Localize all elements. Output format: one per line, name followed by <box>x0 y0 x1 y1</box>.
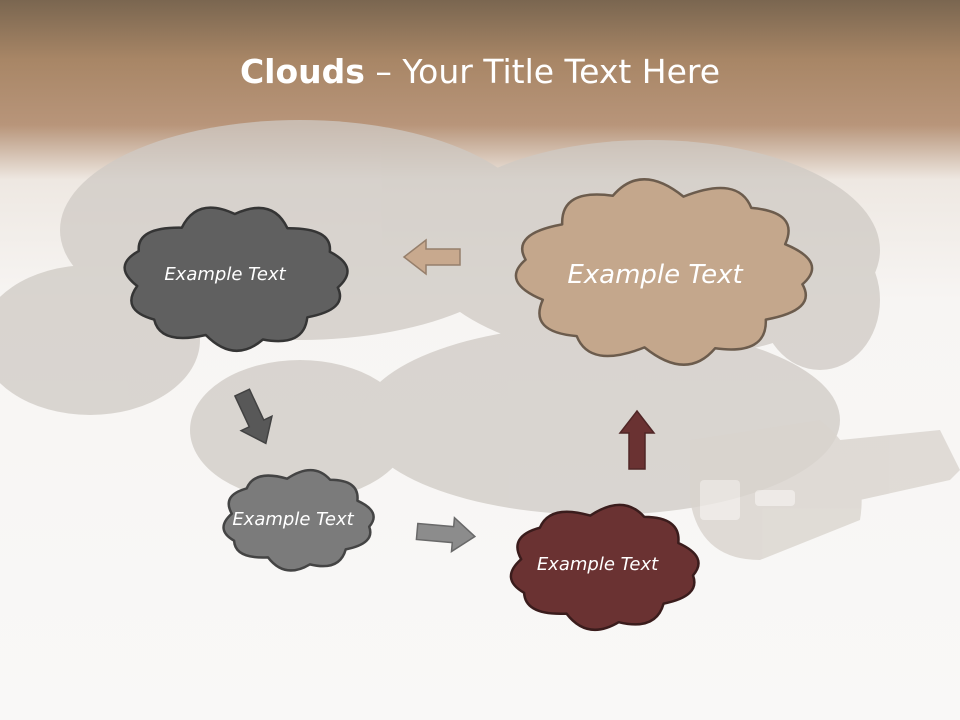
arrow-up-icon <box>618 409 656 470</box>
cloud-label-3: Example Text <box>232 509 354 531</box>
arrow-down-right-icon <box>233 388 274 445</box>
cloud-label-1: Example Text <box>164 264 286 286</box>
cloud-label-2: Example Text <box>567 259 743 290</box>
arrow-left-icon <box>402 238 461 276</box>
title-rest: Your Title Text Here <box>402 52 721 91</box>
arrow-right-icon <box>415 516 477 554</box>
cloud-shape-1 <box>123 206 349 353</box>
title-separator: – <box>375 52 392 91</box>
cloud-shape-4 <box>509 503 700 631</box>
slide-title: Clouds – Your Title Text Here <box>0 52 960 91</box>
cloud-shape-3 <box>222 468 375 572</box>
title-bold-part: Clouds <box>239 52 365 91</box>
cloud-shape-2 <box>514 178 814 366</box>
cloud-label-4: Example Text <box>536 554 659 576</box>
